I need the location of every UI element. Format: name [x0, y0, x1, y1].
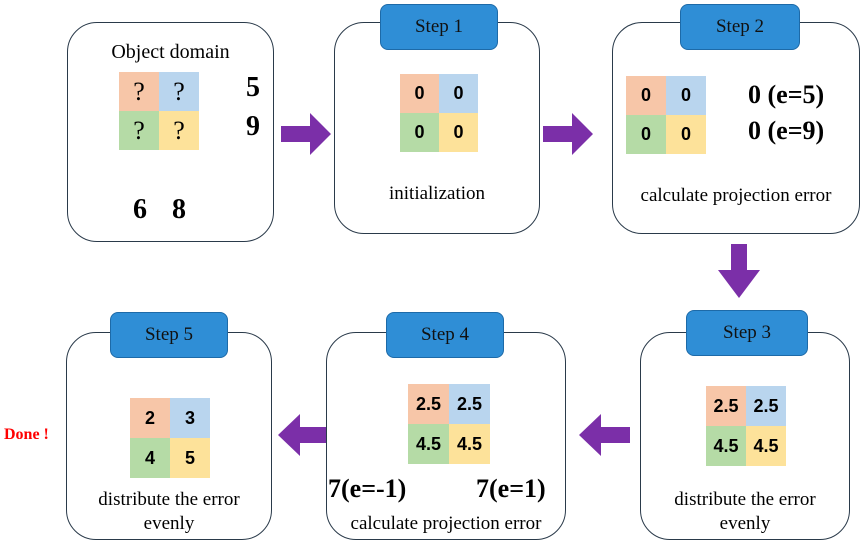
row1-sum: 5 [246, 72, 260, 103]
object-cell-br: ? [159, 111, 199, 150]
step2-grid: 0 0 0 0 [626, 76, 706, 154]
object-cell-bl: ? [119, 111, 159, 150]
step3-tab: Step 3 [686, 310, 808, 356]
step1-caption: initialization [388, 183, 486, 204]
object-domain-title: Object domain [111, 41, 230, 63]
step3-cell-tr: 2.5 [746, 386, 786, 426]
step1-grid: 0 0 0 0 [400, 74, 478, 152]
step3-cell-tl: 2.5 [706, 386, 746, 426]
step2-cell-tl: 0 [626, 76, 666, 115]
step2-cell-br: 0 [666, 115, 706, 154]
step5-grid: 2 3 4 5 [130, 398, 210, 478]
step5-cell-tr: 3 [170, 398, 210, 438]
step3-cell-bl: 4.5 [706, 426, 746, 466]
step4-col1-result: 7(e=-1) [328, 474, 407, 503]
step4-cell-tl: 2.5 [408, 384, 449, 424]
step5-caption: distribute the error evenly [66, 488, 272, 536]
done-label: Done ! [4, 426, 49, 443]
step5-cell-bl: 4 [130, 438, 170, 478]
flow-arrow-5 [278, 414, 328, 456]
object-cell-tl: ? [119, 72, 159, 111]
step3-caption-line1: distribute the error [674, 489, 816, 510]
step4-grid: 2.5 2.5 4.5 4.5 [408, 384, 490, 464]
step2-cell-tr: 0 [666, 76, 706, 115]
step2-cell-bl: 0 [626, 115, 666, 154]
step4-tab: Step 4 [386, 312, 504, 358]
object-grid: ? ? ? ? [119, 72, 199, 150]
flow-arrow-4 [579, 414, 630, 456]
flow-arrow-3 [718, 244, 760, 298]
col2-sum: 8 [172, 194, 186, 225]
step5-cell-tl: 2 [130, 398, 170, 438]
object-cell-tr: ? [159, 72, 199, 111]
step4-cell-bl: 4.5 [408, 424, 449, 464]
step1-cell-tr: 0 [439, 74, 478, 113]
step3-cell-br: 4.5 [746, 426, 786, 466]
step1-tab: Step 1 [380, 4, 498, 50]
step2-caption: calculate projection error [640, 185, 832, 206]
step2-tab: Step 2 [680, 4, 800, 50]
step5-tab: Step 5 [110, 312, 228, 358]
flow-arrow-1 [281, 113, 331, 155]
row2-sum: 9 [246, 111, 260, 142]
step4-cell-br: 4.5 [449, 424, 490, 464]
flow-arrow-2 [543, 113, 593, 155]
step2-row1-result: 0 (e=5) [748, 80, 825, 109]
step3-caption: distribute the error evenly [640, 488, 850, 536]
step2-row2-result: 0 (e=9) [748, 116, 825, 145]
step5-caption-line1: distribute the error [98, 489, 240, 510]
step5-caption-line2: evenly [143, 513, 195, 534]
step1-cell-tl: 0 [400, 74, 439, 113]
step3-grid: 2.5 2.5 4.5 4.5 [706, 386, 786, 466]
step5-cell-br: 5 [170, 438, 210, 478]
step4-col2-result: 7(e=1) [476, 474, 546, 503]
step4-cell-tr: 2.5 [449, 384, 490, 424]
step3-caption-line2: evenly [719, 513, 771, 534]
step1-cell-bl: 0 [400, 113, 439, 152]
step1-cell-br: 0 [439, 113, 478, 152]
step4-caption: calculate projection error [350, 513, 542, 534]
col1-sum: 6 [133, 194, 147, 225]
